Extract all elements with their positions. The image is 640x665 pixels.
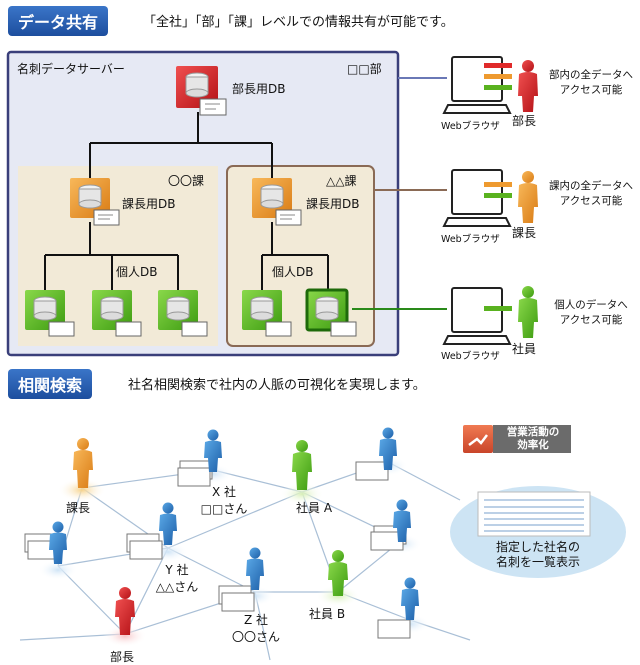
person-icon-top-right	[379, 427, 397, 470]
data-sharing-badge: データ共有	[8, 6, 109, 36]
person-icon-right-mid	[393, 499, 411, 542]
bubble-text: 指定した社名の 名刺を一覧表示	[495, 540, 580, 569]
net-label-bucho: 部長	[110, 650, 135, 664]
person-icon-bottom-right	[401, 577, 419, 620]
person-icon-a	[292, 440, 312, 490]
dept-label: □□部	[347, 62, 382, 76]
person-icon-net-bucho	[115, 587, 135, 635]
data-sharing-description: 「全社」「部」「課」レベルでの情報共有が可能です。	[143, 15, 454, 30]
net-label-kacho: 課長	[66, 501, 91, 515]
db-icon-section-right	[252, 178, 302, 226]
person-icon-x	[204, 429, 222, 472]
correlation-search-badge: 相関検索	[8, 369, 93, 399]
laptop-icon-bucho	[442, 56, 512, 114]
net-label-x: X 社 □□さん	[200, 485, 248, 516]
section-right-db-label: 課長用DB	[306, 197, 360, 211]
sales-badge-text: 営業活動の 効率化	[506, 426, 560, 451]
server-label: 名刺データサーバー	[17, 62, 125, 76]
role-label-bucho: 部長	[512, 114, 537, 128]
section-right-label: △△課	[326, 174, 357, 188]
db-icon-dept	[176, 66, 227, 116]
person-icon-bucho	[518, 60, 538, 112]
db-icon-personal-4	[242, 290, 292, 337]
browser-label-kacho: Webブラウザ	[441, 234, 500, 245]
db-icon-section-left	[70, 178, 120, 226]
correlation-search-description: 社名相関検索で社内の人脈の可視化を実現します。	[128, 378, 426, 393]
person-icon-b	[328, 550, 348, 596]
person-icon-left	[49, 521, 67, 564]
access-text-bucho: 部内の全データへ アクセス可能	[549, 69, 633, 96]
person-icon-net-kacho	[73, 438, 93, 488]
person-icon-z	[246, 547, 264, 590]
person-icon-shain	[518, 286, 538, 338]
card-list-thumbnail	[477, 491, 591, 537]
section-left-db-label: 課長用DB	[122, 197, 176, 211]
dept-db-label: 部長用DB	[232, 82, 286, 96]
laptop-icon-kacho	[442, 169, 512, 227]
db-icon-personal-5	[305, 288, 357, 337]
db-icon-personal-1	[25, 290, 75, 337]
laptop-icon-shain	[442, 287, 512, 345]
db-icon-personal-2	[92, 290, 142, 337]
net-label-z: Z 社 〇〇さん	[231, 613, 280, 644]
browser-label-bucho: Webブラウザ	[441, 121, 500, 132]
person-icon-kacho	[518, 171, 538, 223]
access-text-kacho: 課内の全データへ アクセス可能	[549, 180, 633, 207]
personal-db-label-right: 個人DB	[272, 265, 314, 279]
role-label-kacho: 課長	[512, 226, 537, 240]
person-icon-y	[159, 502, 177, 545]
browser-label-shain: Webブラウザ	[441, 351, 500, 362]
net-label-a: 社員 A	[296, 501, 333, 515]
net-label-b: 社員 B	[309, 607, 346, 621]
sales-badge	[463, 425, 571, 453]
net-label-y: Y 社 △△さん	[155, 563, 199, 594]
personal-db-label-left: 個人DB	[116, 265, 158, 279]
access-text-shain: 個人のデータへ アクセス可能	[554, 299, 628, 326]
section-left-label: 〇〇課	[168, 174, 205, 188]
role-label-shain: 社員	[512, 342, 537, 356]
db-icon-personal-3	[158, 290, 208, 337]
